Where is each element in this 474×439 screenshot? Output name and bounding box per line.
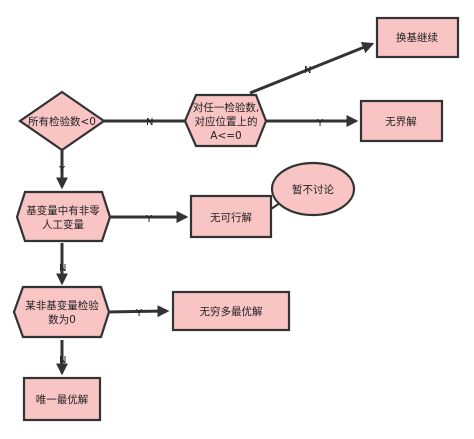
edge-label-nonbasic-to-infinite: Y [135,308,143,319]
box-unbounded [359,99,444,143]
nodes: 所有检验数<0 对任一检验数, 对应位置上的 A<=0 换基继续 无界解 基变量… [12,16,460,422]
decision-nonbasic-zero [12,285,111,339]
decision-negative-check [18,90,106,152]
label-negative-check: 所有检验数<0 [28,115,96,128]
box-unique-optimum [22,376,102,422]
label-nonbasic-line2: 数为0 [48,313,76,326]
edge-nonbasic-to-infinite [107,305,170,318]
box-change-basis [375,16,460,59]
label-column-check-line3: A<=0 [210,130,241,142]
label-column-check-line2: 对应位置上的 [195,115,258,128]
edge-label-nonbasic-to-unique: N [59,355,66,366]
box-infeasible [189,194,273,239]
edge-label-artificial-to-nonbasic: N [59,263,66,274]
label-artificial-line2: 人工变量 [42,218,84,231]
edges: N N Y Y Y N Y N [56,42,375,376]
label-change-basis: 换基继续 [396,31,438,44]
edge-label-artificial-to-infeasible: Y [145,214,153,225]
edge-col-to-change [249,42,375,95]
edge-label-col-to-unbounded: Y [316,118,324,129]
edge-label-neg-to-artificial: Y [58,165,66,176]
label-nonbasic-line1: 某非基变量检验 [25,299,99,312]
box-infinite-optima [171,290,291,332]
label-unbounded: 无界解 [385,115,417,128]
decision-artificial-variable [15,190,112,243]
callout-not-discussed [270,161,356,217]
label-not-discussed: 暂不讨论 [292,183,334,196]
label-artificial-line1: 基变量中有非零 [26,204,100,217]
label-unique-optimum: 唯一最优解 [36,393,89,406]
edge-label-neg-to-col: N [146,117,153,128]
label-column-check-line1: 对任一检验数, [193,101,259,114]
label-infinite-optima: 无穷多最优解 [200,305,263,318]
decision-column-check [183,93,268,148]
label-infeasible: 无可行解 [210,211,252,224]
edge-label-col-to-change: N [304,65,311,76]
